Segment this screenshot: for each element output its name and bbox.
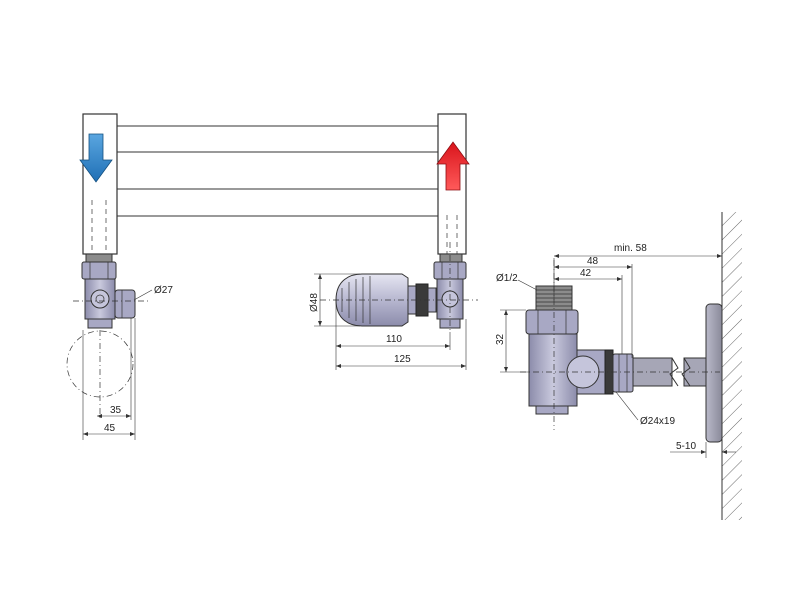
left-diameter-label: Ø27 [154,285,173,296]
cold-flow-arrow-icon [79,133,113,183]
right-dim-48: 48 [587,256,599,267]
radiator-bars [117,125,438,217]
right-dim-42: 42 [580,268,592,279]
right-valve [525,285,634,415]
right-height-32: 32 [495,333,506,345]
thermostatic-valve [335,253,467,329]
left-width-45: 45 [104,423,116,434]
thread-label: Ø1/2 [496,273,518,284]
wall-hatch [722,212,742,520]
mid-width-125: 125 [394,354,411,365]
left-handwheel-outline [66,330,134,398]
nut-label: Ø24x19 [640,416,675,427]
left-valve [81,253,136,329]
wall-gap-label: 5-10 [676,441,696,452]
head-diameter-label: Ø48 [309,293,320,312]
left-width-35: 35 [110,405,122,416]
wall-rosette [705,303,723,443]
mid-width-110: 110 [386,334,402,345]
hot-flow-arrow-icon [436,141,470,191]
radiator [82,113,467,255]
right-min-58: min. 58 [614,243,647,254]
